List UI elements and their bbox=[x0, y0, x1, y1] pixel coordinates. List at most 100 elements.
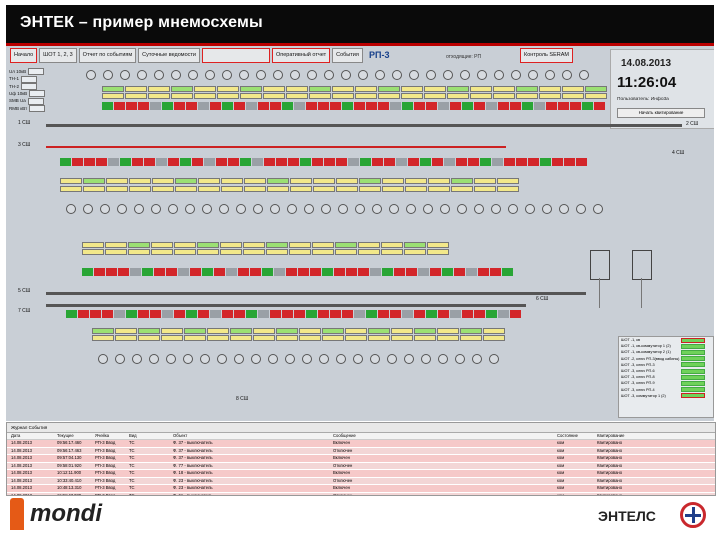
breaker-indicator[interactable] bbox=[576, 158, 587, 166]
breaker-indicator[interactable] bbox=[486, 102, 497, 110]
motor-symbol[interactable] bbox=[98, 354, 108, 364]
breaker-indicator[interactable] bbox=[444, 158, 455, 166]
motor-symbol[interactable] bbox=[217, 354, 227, 364]
motor-symbol[interactable] bbox=[455, 354, 465, 364]
breaker-indicator[interactable] bbox=[264, 158, 275, 166]
breaker-indicator[interactable] bbox=[84, 158, 95, 166]
breaker-indicator[interactable] bbox=[420, 158, 431, 166]
breaker-indicator[interactable] bbox=[114, 102, 125, 110]
breaker-indicator[interactable] bbox=[138, 310, 149, 318]
breaker-indicator[interactable] bbox=[90, 310, 101, 318]
breaker-indicator[interactable] bbox=[168, 158, 179, 166]
shot-status-indicator[interactable] bbox=[681, 393, 705, 399]
motor-symbol[interactable] bbox=[457, 204, 467, 214]
motor-symbol[interactable] bbox=[151, 204, 161, 214]
breaker-indicator[interactable] bbox=[456, 158, 467, 166]
motor-symbol[interactable] bbox=[103, 70, 113, 80]
breaker-indicator[interactable] bbox=[246, 102, 257, 110]
motor-symbol[interactable] bbox=[438, 354, 448, 364]
breaker-indicator[interactable] bbox=[454, 268, 465, 276]
breaker-indicator[interactable] bbox=[226, 268, 237, 276]
motor-symbol[interactable] bbox=[236, 204, 246, 214]
breaker-indicator[interactable] bbox=[282, 102, 293, 110]
transformer-2[interactable] bbox=[632, 250, 652, 280]
breaker-indicator[interactable] bbox=[564, 158, 575, 166]
breaker-indicator[interactable] bbox=[510, 310, 521, 318]
motor-symbol[interactable] bbox=[256, 70, 266, 80]
breaker-indicator[interactable] bbox=[358, 268, 369, 276]
motor-symbol[interactable] bbox=[392, 70, 402, 80]
breaker-indicator[interactable] bbox=[162, 102, 173, 110]
breaker-indicator[interactable] bbox=[348, 158, 359, 166]
motor-symbol[interactable] bbox=[200, 354, 210, 364]
breaker-indicator[interactable] bbox=[66, 310, 77, 318]
breaker-indicator[interactable] bbox=[228, 158, 239, 166]
breaker-indicator[interactable] bbox=[138, 102, 149, 110]
breaker-indicator[interactable] bbox=[126, 310, 137, 318]
event-log-tabs[interactable]: Журнал События bbox=[7, 423, 715, 433]
breaker-indicator[interactable] bbox=[192, 158, 203, 166]
breaker-indicator[interactable] bbox=[114, 310, 125, 318]
breaker-indicator[interactable] bbox=[210, 102, 221, 110]
motor-symbol[interactable] bbox=[443, 70, 453, 80]
breaker-indicator[interactable] bbox=[234, 102, 245, 110]
nav-operative-report-button[interactable]: Оперативный отчет bbox=[271, 48, 331, 63]
breaker-indicator[interactable] bbox=[414, 102, 425, 110]
shot-status-indicator[interactable] bbox=[681, 356, 705, 362]
motor-symbol[interactable] bbox=[132, 354, 142, 364]
breaker-indicator[interactable] bbox=[402, 310, 413, 318]
breaker-indicator[interactable] bbox=[516, 158, 527, 166]
motor-symbol[interactable] bbox=[372, 204, 382, 214]
motor-symbol[interactable] bbox=[489, 354, 499, 364]
breaker-indicator[interactable] bbox=[234, 310, 245, 318]
breaker-indicator[interactable] bbox=[594, 102, 605, 110]
column-header[interactable]: Ячейка bbox=[95, 433, 110, 438]
motor-symbol[interactable] bbox=[426, 70, 436, 80]
breaker-indicator[interactable] bbox=[478, 268, 489, 276]
shot-status-indicator[interactable] bbox=[681, 387, 705, 393]
motor-symbol[interactable] bbox=[290, 70, 300, 80]
breaker-indicator[interactable] bbox=[442, 268, 453, 276]
breaker-indicator[interactable] bbox=[222, 310, 233, 318]
breaker-indicator[interactable] bbox=[438, 310, 449, 318]
breaker-indicator[interactable] bbox=[480, 158, 491, 166]
transformer-1[interactable] bbox=[590, 250, 610, 280]
motor-symbol[interactable] bbox=[304, 204, 314, 214]
breaker-indicator[interactable] bbox=[298, 268, 309, 276]
breaker-indicator[interactable] bbox=[438, 102, 449, 110]
breaker-indicator[interactable] bbox=[390, 310, 401, 318]
breaker-indicator[interactable] bbox=[360, 158, 371, 166]
breaker-indicator[interactable] bbox=[510, 102, 521, 110]
breaker-indicator[interactable] bbox=[498, 102, 509, 110]
breaker-indicator[interactable] bbox=[394, 268, 405, 276]
motor-symbol[interactable] bbox=[134, 204, 144, 214]
breaker-indicator[interactable] bbox=[342, 310, 353, 318]
breaker-indicator[interactable] bbox=[94, 268, 105, 276]
breaker-indicator[interactable] bbox=[466, 268, 477, 276]
breaker-indicator[interactable] bbox=[214, 268, 225, 276]
breaker-indicator[interactable] bbox=[528, 158, 539, 166]
breaker-indicator[interactable] bbox=[210, 310, 221, 318]
ack-button[interactable]: Начать квитирование bbox=[617, 108, 705, 118]
breaker-indicator[interactable] bbox=[166, 268, 177, 276]
shot-status-indicator[interactable] bbox=[681, 349, 705, 355]
motor-symbol[interactable] bbox=[353, 354, 363, 364]
breaker-indicator[interactable] bbox=[384, 158, 395, 166]
motor-symbol[interactable] bbox=[460, 70, 470, 80]
breaker-indicator[interactable] bbox=[558, 102, 569, 110]
breaker-indicator[interactable] bbox=[322, 268, 333, 276]
breaker-indicator[interactable] bbox=[72, 158, 83, 166]
column-header[interactable]: Состояние bbox=[557, 433, 578, 438]
nav-events-report-button[interactable]: Отчет по событиям bbox=[78, 48, 137, 63]
breaker-indicator[interactable] bbox=[502, 268, 513, 276]
motor-symbol[interactable] bbox=[355, 204, 365, 214]
motor-symbol[interactable] bbox=[219, 204, 229, 214]
motor-symbol[interactable] bbox=[511, 70, 521, 80]
breaker-indicator[interactable] bbox=[180, 158, 191, 166]
motor-symbol[interactable] bbox=[421, 354, 431, 364]
breaker-indicator[interactable] bbox=[366, 102, 377, 110]
breaker-indicator[interactable] bbox=[132, 158, 143, 166]
